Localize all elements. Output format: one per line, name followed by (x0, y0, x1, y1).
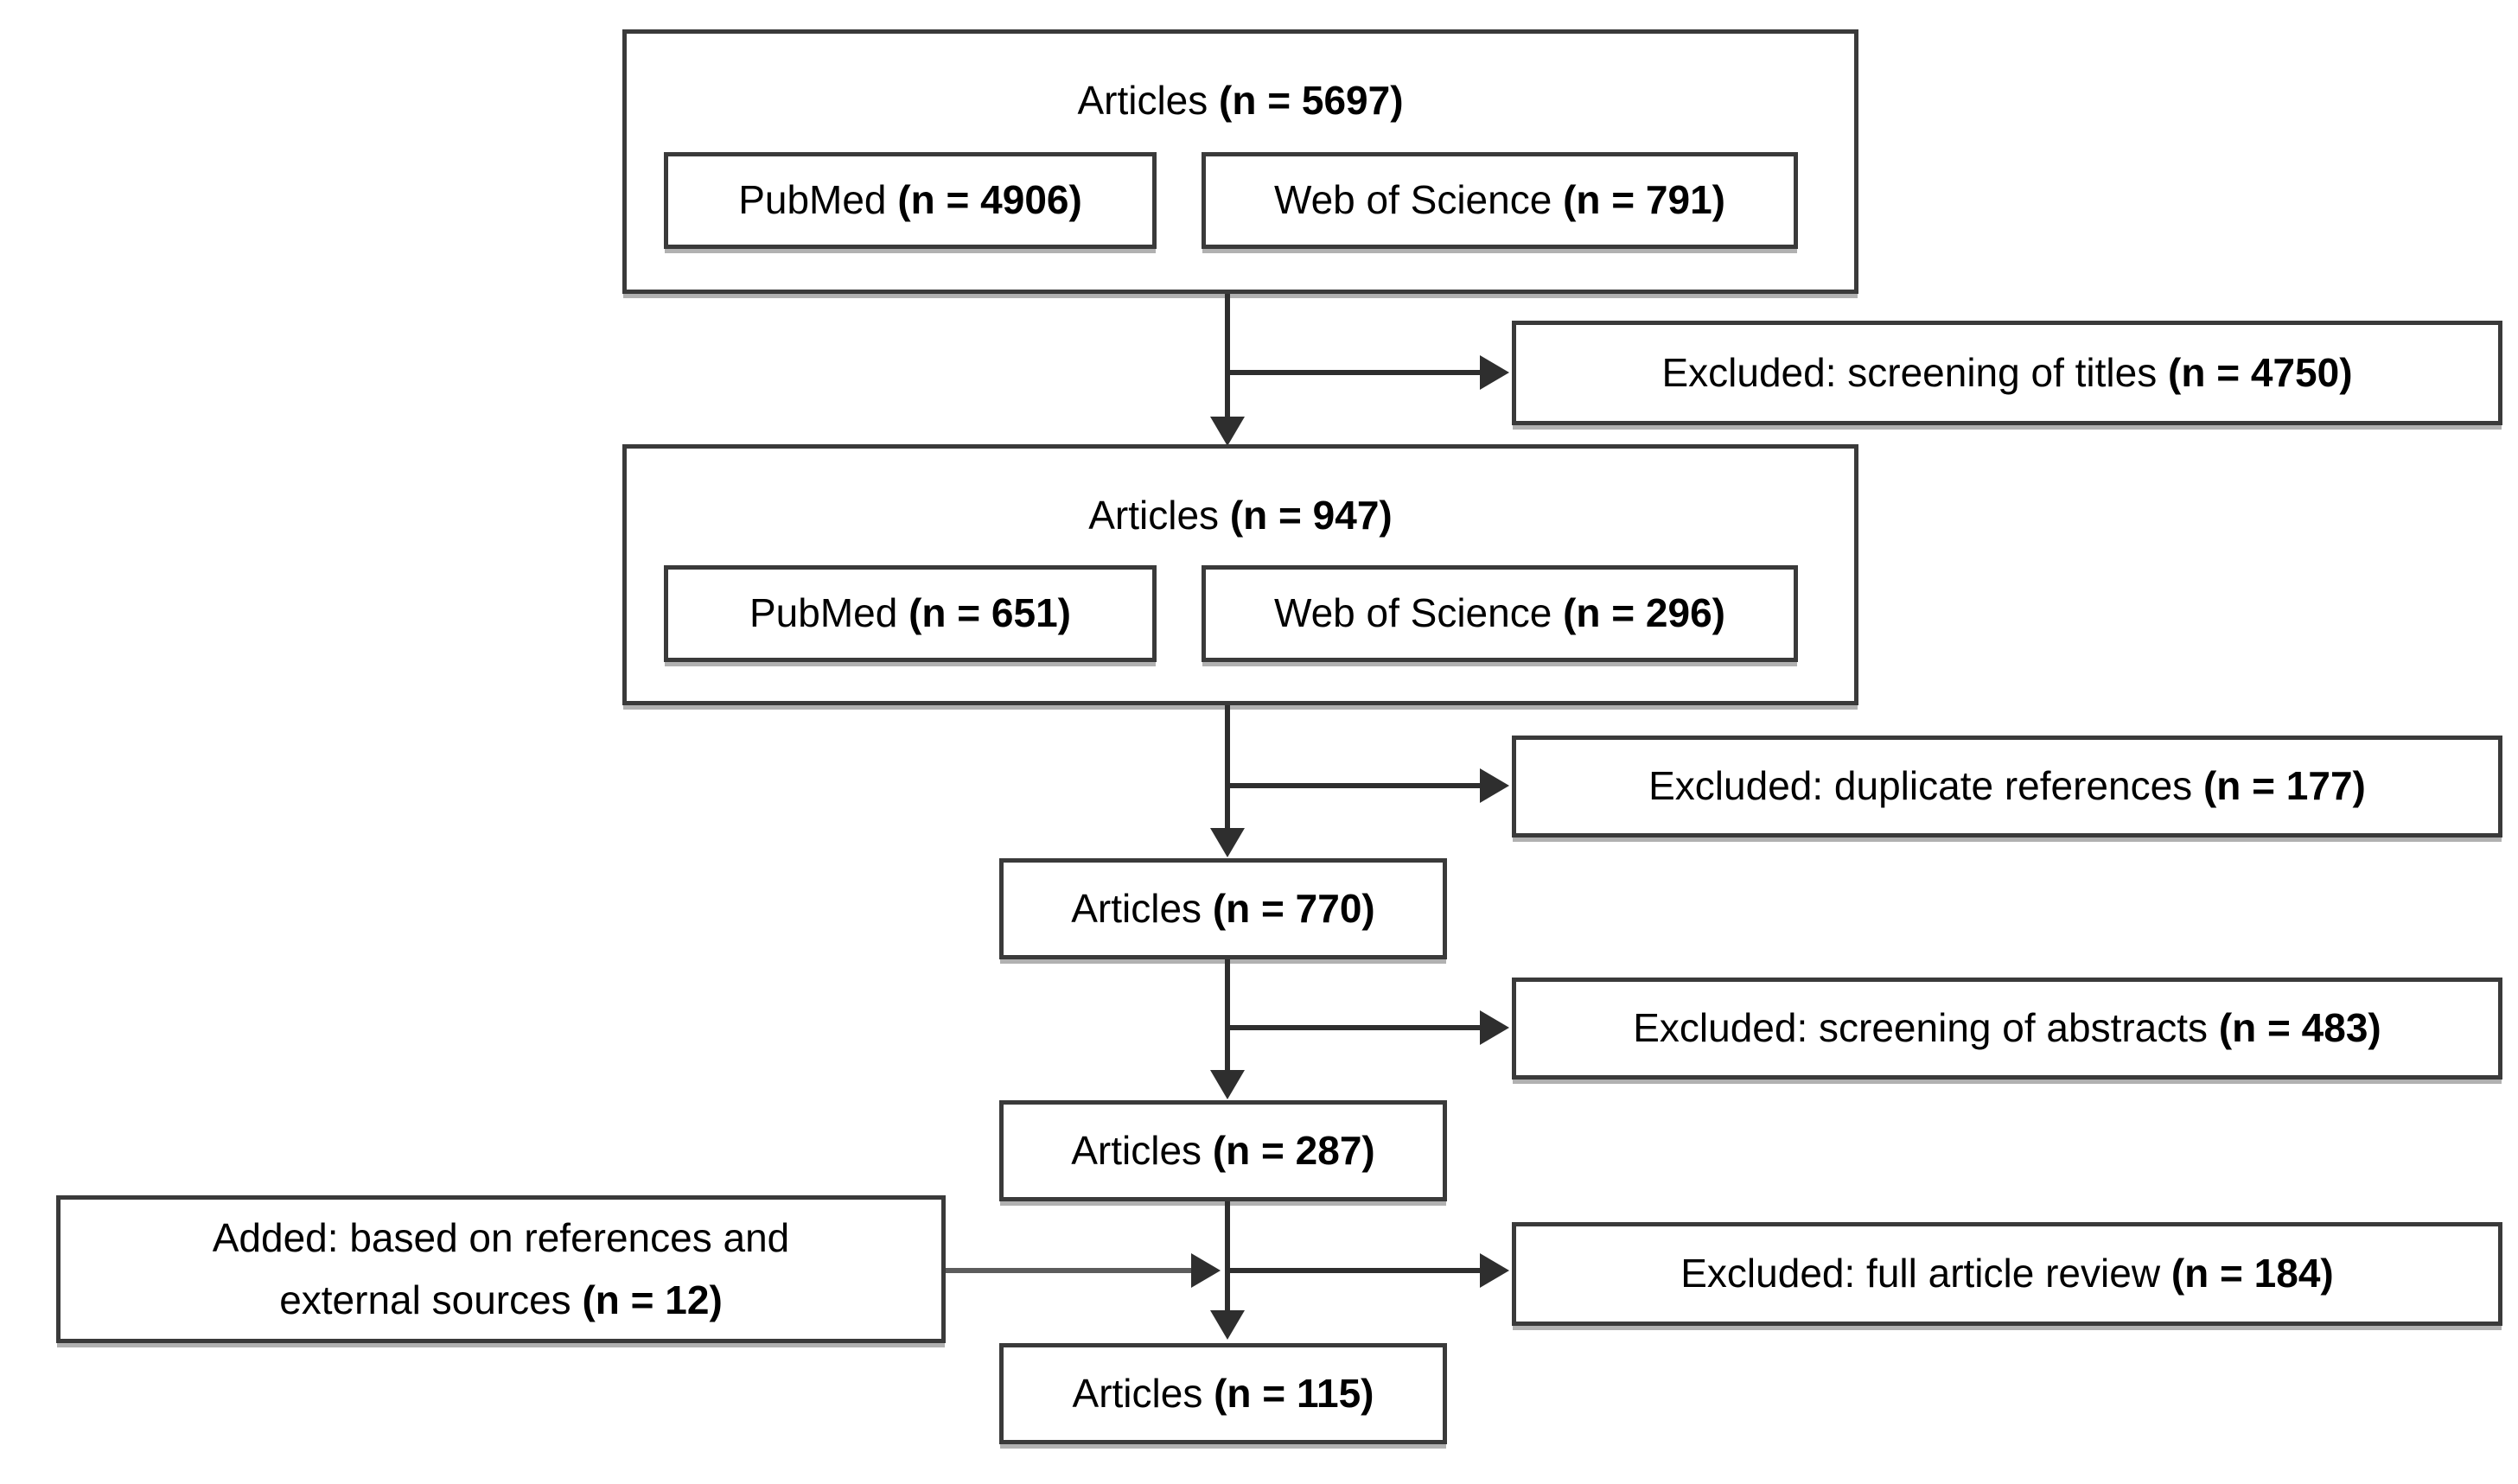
stage1-pubmed-count: (n = 4906) (897, 177, 1082, 223)
exclusion3-count: (n = 483) (2218, 1005, 2381, 1051)
stage1-pubmed-label: PubMed (738, 177, 887, 223)
stage2-wos-count: (n = 296) (1563, 590, 1726, 636)
stage1-articles-box: Articles (n = 5697) PubMed (n = 4906) We… (622, 29, 1858, 294)
stage2-web-of-science-box: Web of Science (n = 296) (1202, 565, 1798, 662)
stage1-label: Articles (1077, 78, 1208, 123)
connector-stage1-stage2-line (1225, 294, 1230, 420)
branch-exclusion4-line (1227, 1268, 1483, 1273)
stage4-count: (n = 287) (1212, 1127, 1375, 1173)
exclusion1-count: (n = 4750) (2168, 349, 2353, 395)
stage1-wos-count: (n = 791) (1563, 177, 1726, 223)
addition-external-sources-box: Added: based on references and external … (56, 1195, 946, 1343)
branch-exclusion3-arrowhead-icon (1480, 1010, 1509, 1045)
stage2-wos-label: Web of Science (1273, 590, 1552, 636)
branch-exclusion1-line (1227, 370, 1483, 375)
connector-stage3-stage4-arrowhead-icon (1210, 1070, 1245, 1099)
stage3-articles-box: Articles (n = 770) (999, 858, 1447, 959)
branch-exclusion2-line (1227, 783, 1483, 788)
stage5-count: (n = 115) (1214, 1370, 1374, 1416)
connector-stage1-stage2-arrowhead-icon (1210, 417, 1245, 446)
exclusion4-count: (n = 184) (2171, 1251, 2334, 1296)
stage1-title: Articles (n = 5697) (627, 75, 1854, 127)
stage3-count: (n = 770) (1212, 885, 1375, 931)
addition-connector-arrowhead-icon (1191, 1253, 1221, 1288)
connector-stage2-stage3-line (1225, 705, 1230, 830)
exclusion-screening-titles-box: Excluded: screening of titles (n = 4750) (1512, 321, 2502, 425)
exclusion1-label: Excluded: screening of titles (1661, 349, 2158, 395)
exclusion4-label: Excluded: full article review (1680, 1251, 2161, 1296)
stage2-articles-box: Articles (n = 947) PubMed (n = 651) Web … (622, 444, 1858, 705)
addition-label-line2: external sources (n = 12) (279, 1270, 723, 1331)
addition-line2-text: external sources (279, 1277, 571, 1322)
exclusion3-label: Excluded: screening of abstracts (1633, 1005, 2209, 1051)
addition-count: (n = 12) (582, 1277, 723, 1322)
branch-exclusion4-arrowhead-icon (1480, 1253, 1509, 1288)
stage3-label: Articles (1071, 885, 1202, 931)
stage4-label: Articles (1071, 1127, 1202, 1173)
stage5-articles-box: Articles (n = 115) (999, 1343, 1447, 1444)
connector-stage4-stage5-arrowhead-icon (1210, 1310, 1245, 1340)
addition-label-line1: Added: based on references and (212, 1215, 790, 1261)
exclusion2-label: Excluded: duplicate references (1648, 763, 2193, 809)
exclusion-full-article-review-box: Excluded: full article review (n = 184) (1512, 1222, 2502, 1326)
stage4-articles-box: Articles (n = 287) (999, 1100, 1447, 1201)
stage2-pubmed-count: (n = 651) (908, 590, 1072, 636)
branch-exclusion3-line (1227, 1025, 1483, 1030)
stage5-label: Articles (1072, 1370, 1203, 1416)
branch-exclusion2-arrowhead-icon (1480, 768, 1509, 803)
connector-stage4-stage5-line (1225, 1201, 1230, 1312)
stage2-title: Articles (n = 947) (627, 490, 1854, 542)
connector-stage3-stage4-line (1225, 959, 1230, 1072)
addition-connector-line (946, 1268, 1193, 1273)
stage2-label: Articles (1088, 493, 1220, 538)
stage2-pubmed-label: PubMed (749, 590, 898, 636)
stage1-web-of-science-box: Web of Science (n = 791) (1202, 152, 1798, 249)
connector-stage2-stage3-arrowhead-icon (1210, 828, 1245, 857)
stage2-count: (n = 947) (1229, 493, 1393, 538)
stage1-wos-label: Web of Science (1273, 177, 1552, 223)
stage2-pubmed-box: PubMed (n = 651) (664, 565, 1157, 662)
exclusion-duplicate-references-box: Excluded: duplicate references (n = 177) (1512, 736, 2502, 838)
stage1-pubmed-box: PubMed (n = 4906) (664, 152, 1157, 249)
exclusion-screening-abstracts-box: Excluded: screening of abstracts (n = 48… (1512, 978, 2502, 1080)
stage1-count: (n = 5697) (1219, 78, 1404, 123)
branch-exclusion1-arrowhead-icon (1480, 355, 1509, 390)
exclusion2-count: (n = 177) (2202, 763, 2366, 809)
